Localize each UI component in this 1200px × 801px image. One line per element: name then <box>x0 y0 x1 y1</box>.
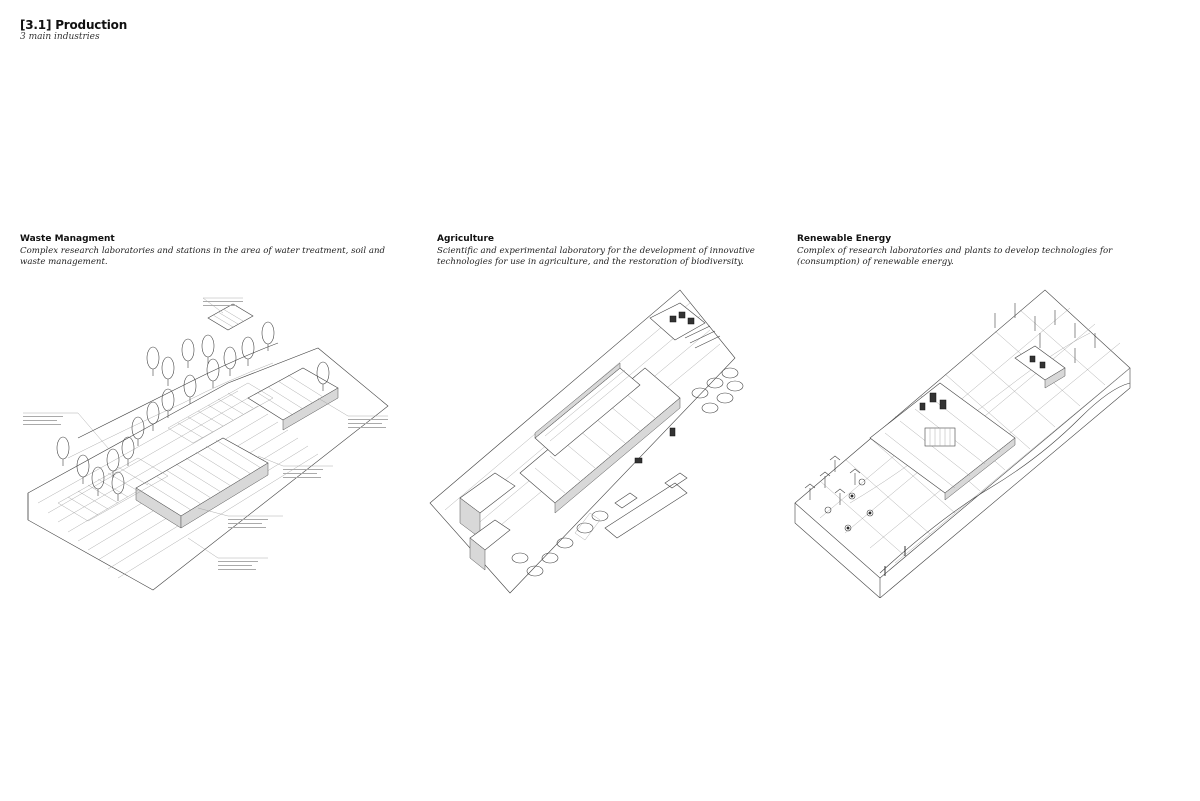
panel-title: Waste Managment <box>20 234 115 244</box>
panel-title: Renewable Energy <box>797 234 892 244</box>
panel-agriculture: Agriculture Scientific and experimental … <box>437 234 807 268</box>
agriculture-axonometric-drawing <box>425 288 765 598</box>
panel-title: Agriculture <box>437 234 495 244</box>
waste-management-axonometric-drawing <box>18 288 398 598</box>
page-subtitle: 3 main industries <box>20 32 100 42</box>
page-header: [3.1] Production 3 main industries <box>20 18 127 43</box>
panel-renewable-energy: Renewable Energy Complex of research lab… <box>797 234 1167 268</box>
panel-description: Complex of research laboratories and pla… <box>797 246 1113 267</box>
panel-description: Scientific and experimental laboratory f… <box>437 246 755 267</box>
renewable-energy-axonometric-drawing <box>790 288 1140 598</box>
page-title: [3.1] Production <box>20 18 128 32</box>
panel-description: Complex research laboratories and statio… <box>20 246 386 267</box>
panel-waste-management: Waste Managment Complex research laborat… <box>20 234 390 268</box>
